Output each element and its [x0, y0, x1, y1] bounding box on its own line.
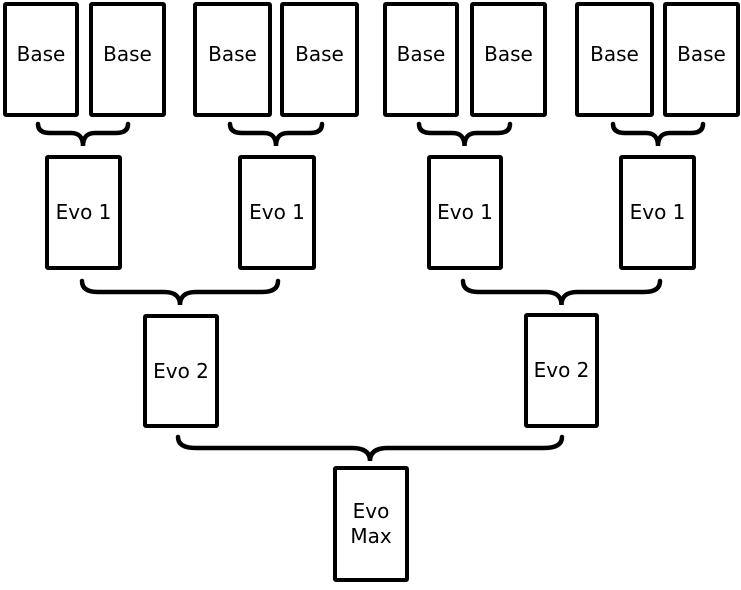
card-label: Base [208, 42, 257, 66]
brace-base-pair-4-icon [610, 121, 706, 147]
brace-evo1-pair-1-icon [79, 278, 281, 306]
card-evo2-1: Evo 2 [143, 314, 219, 428]
card-evo1-4: Evo 1 [619, 155, 696, 270]
card-base-3: Base [193, 2, 272, 117]
card-base-7: Base [575, 2, 654, 117]
card-label: Evo 1 [55, 200, 112, 224]
card-label: Evo 1 [437, 200, 493, 224]
card-label: Evo 1 [629, 200, 686, 224]
card-label: Evo 2 [533, 358, 590, 382]
card-label: Base [103, 42, 152, 66]
card-label-line2: Max [350, 524, 392, 548]
brace-evo1-pair-2-icon [460, 278, 663, 306]
card-evo1-1: Evo 1 [45, 155, 122, 270]
card-label: Base [590, 42, 639, 66]
card-base-2: Base [89, 2, 166, 117]
card-label: Base [295, 42, 344, 66]
brace-evo2-pair-icon [175, 434, 565, 462]
card-base-4: Base [280, 2, 359, 117]
card-label: Base [396, 42, 446, 66]
brace-base-pair-1-icon [35, 121, 131, 147]
card-evo1-3: Evo 1 [427, 155, 503, 270]
card-evo2-2: Evo 2 [524, 313, 599, 428]
card-label: Base [677, 42, 726, 66]
card-label: Evo 1 [249, 200, 305, 224]
card-base-6: Base [470, 2, 547, 117]
card-label: Base [16, 42, 66, 66]
card-label-line1: Evo [352, 499, 390, 523]
card-evo-max: Evo Max [333, 466, 409, 582]
card-label: Evo 2 [153, 358, 209, 383]
card-label: Base [484, 42, 533, 66]
card-base-8: Base [663, 2, 740, 117]
card-base-1: Base [3, 2, 79, 117]
brace-base-pair-3-icon [416, 121, 513, 147]
card-evo1-2: Evo 1 [238, 155, 316, 270]
card-base-5: Base [383, 2, 459, 117]
brace-base-pair-2-icon [227, 121, 325, 147]
